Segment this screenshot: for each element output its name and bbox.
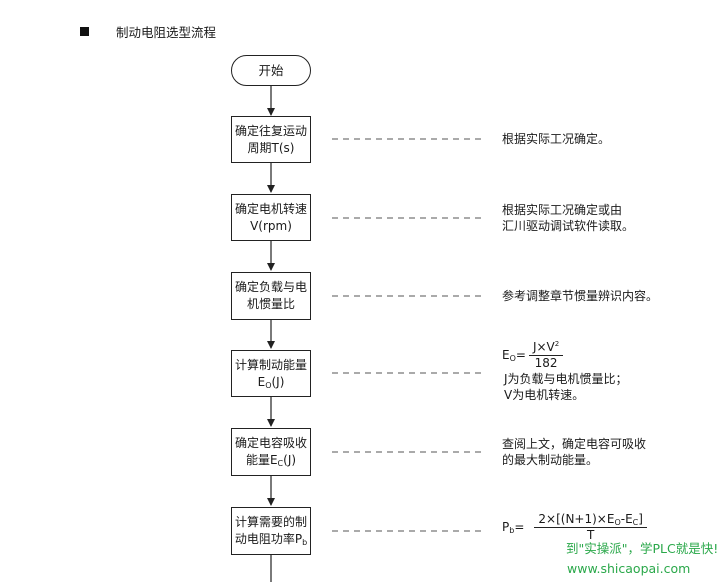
step-label-line1: 计算需要的制 <box>234 515 307 529</box>
step-note-speed: 根据实际工况确定或由 汇川驱动调试软件读取。 <box>502 202 634 234</box>
step-note-resistor-power: Pb= 2×[(N+1)×EO-EC] T <box>502 512 647 542</box>
note-line: 汇川驱动调试软件读取。 <box>502 219 635 233</box>
step-label-line2: EO(J) <box>257 374 285 390</box>
flow-step-resistor-power: 计算需要的制 动电阻功率Pb <box>231 507 311 555</box>
flow-step-braking-energy: 计算制动能量 EO(J) <box>231 350 311 397</box>
step-label-line1: 确定电容吸收 <box>234 436 307 450</box>
note-line: 参考调整章节惯量辨识内容。 <box>502 289 659 303</box>
note-line: 的最大制动能量。 <box>502 453 599 467</box>
step-label-line1: 确定往复运动 <box>234 123 307 138</box>
note-line: 查阅上文，确定电容可吸收 <box>502 437 647 451</box>
section-title: 制动电阻选型流程 <box>116 25 217 40</box>
step-label-line2: 机惯量比 <box>246 297 295 311</box>
step-label-line2: V(rpm) <box>250 218 292 233</box>
step-label-line1: 确定电机转速 <box>234 201 307 216</box>
step-label-line1: 确定负载与电 <box>234 280 307 294</box>
flow-step-capacitor-energy: 确定电容吸收 能量EC(J) <box>231 428 311 476</box>
note-line: 根据实际工况确定或由 <box>502 203 623 217</box>
step-note-period: 根据实际工况确定。 <box>502 131 610 147</box>
note-line: V为电机转速。 <box>504 388 585 402</box>
step-label-line2: 周期T(s) <box>247 140 295 155</box>
step-note-capacitor-energy: 查阅上文，确定电容可吸收 的最大制动能量。 <box>502 436 646 468</box>
section-bullet-icon <box>80 27 89 36</box>
flow-step-speed: 确定电机转速 V(rpm) <box>231 194 311 241</box>
formula-eo: EO= J×V2 182 <box>502 340 628 370</box>
flow-start-label: 开始 <box>258 63 284 78</box>
step-label-line1: 计算制动能量 <box>234 357 307 372</box>
note-line: J为负载与电机惯量比； <box>504 372 628 386</box>
step-label-line2: 动电阻功率Pb <box>234 532 308 547</box>
step-note-braking-energy: EO= J×V2 182 J为负载与电机惯量比； V为电机转速。 <box>502 340 628 403</box>
note-line: 根据实际工况确定。 <box>502 132 611 146</box>
step-label-line2: 能量EC(J) <box>245 453 297 468</box>
watermark-url: www.shicaopai.com <box>567 561 691 576</box>
formula-pb: Pb= 2×[(N+1)×EO-EC] T <box>502 512 647 542</box>
flow-step-inertia-ratio: 确定负载与电 机惯量比 <box>231 272 311 320</box>
watermark-slogan: 到"实操派"，学PLC就是快! <box>566 541 719 556</box>
flow-step-period: 确定往复运动 周期T(s) <box>231 116 311 163</box>
step-note-inertia-ratio: 参考调整章节惯量辨识内容。 <box>502 288 658 304</box>
flow-start-terminator: 开始 <box>231 55 311 86</box>
